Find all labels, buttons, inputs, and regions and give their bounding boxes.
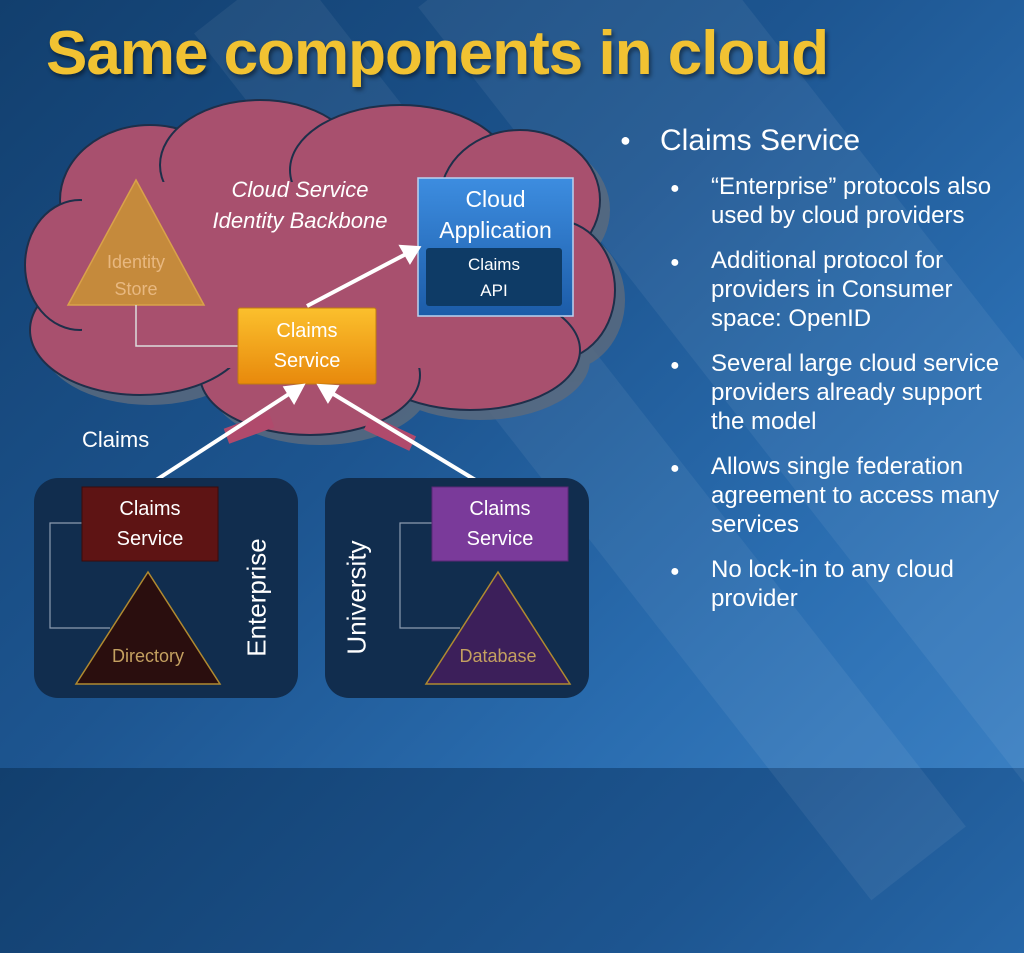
enterprise-connector [49, 522, 110, 629]
bullet-list: Claims Service “Enterprise” protocols al… [610, 124, 1020, 629]
diagram-canvas [24, 99, 625, 698]
claims-api-label: Claims API [426, 250, 562, 306]
enterprise-claims-line2: Service [116, 528, 184, 550]
bullet-sub: Allows single federation agreement to ac… [610, 452, 1020, 539]
claims-service-cloud-label: Claims Service [238, 308, 376, 384]
bullet-sub: Several large cloud service providers al… [610, 349, 1020, 436]
cloud-caption-line2: Identity Backbone [212, 208, 388, 233]
identity-store-line2: Store [114, 279, 158, 299]
university-connector [399, 522, 460, 629]
bullet-main: Claims Service [610, 124, 1020, 158]
arrows [148, 244, 484, 486]
cloud-tab-left [223, 412, 275, 444]
bullet-sub: Additional protocol for providers in Con… [610, 246, 1020, 333]
claims-flow-label: Claims [82, 427, 150, 452]
cloud-application-line1: Cloud [465, 186, 526, 212]
cloud-application-label: Cloud Application [418, 184, 573, 246]
enterprise-claims-label: Claims Service [82, 487, 218, 561]
database-triangle [424, 570, 572, 685]
directory-triangle [74, 570, 222, 685]
slide-title: Same components in cloud [46, 19, 829, 88]
claims-api-box [426, 248, 562, 306]
identity-connector [135, 305, 238, 347]
enterprise-claims-box [81, 486, 219, 562]
university-claims-box [431, 486, 569, 562]
cloud-tab-right [363, 415, 417, 451]
directory-label: Directory [111, 646, 184, 666]
claims-api-line1: Claims [468, 255, 520, 274]
identity-store-label: Identity Store [86, 249, 186, 303]
claims-api-line2: API [480, 281, 508, 300]
university-label: University [341, 540, 372, 655]
claims-service-cloud-box [237, 307, 377, 385]
university-claims-line2: Service [466, 528, 534, 550]
cloud-caption-line1: Cloud Service [231, 177, 369, 202]
enterprise-claims-line1: Claims [119, 498, 181, 520]
university-claims-label: Claims Service [432, 487, 568, 561]
claims-service-cloud-line1: Claims [276, 320, 338, 342]
bullet-sub: No lock-in to any cloud provider [610, 555, 1020, 613]
cloud-application-line2: Application [439, 217, 552, 243]
cloud-caption: Cloud Service Identity Backbone [190, 174, 410, 236]
identity-store-line1: Identity [106, 252, 166, 272]
university-claims-line1: Claims [469, 498, 531, 520]
enterprise-label: Enterprise [241, 538, 272, 657]
claims-service-cloud-line2: Service [273, 350, 341, 372]
bullet-sub: “Enterprise” protocols also used by clou… [610, 172, 1020, 230]
database-label: Database [459, 646, 537, 666]
